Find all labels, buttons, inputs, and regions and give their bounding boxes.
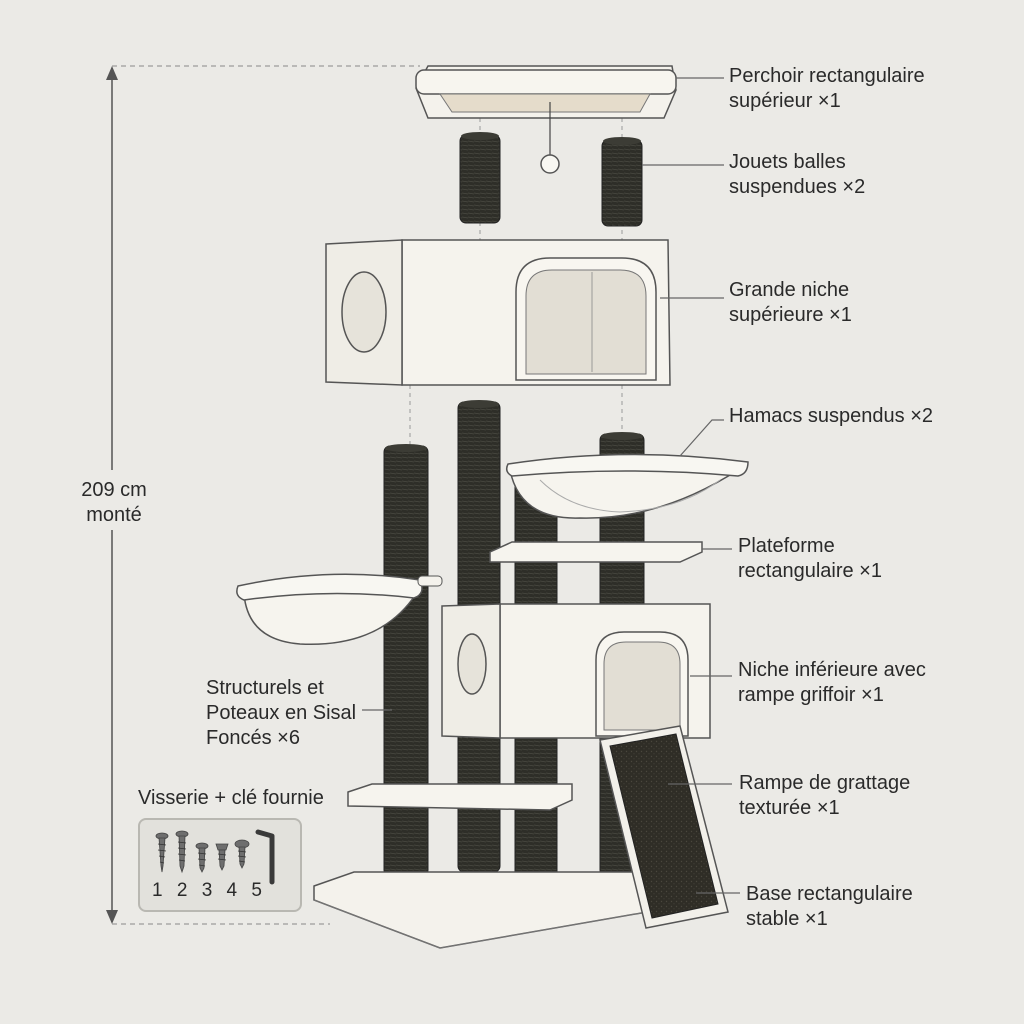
- middle-platform: [489, 541, 703, 563]
- label-top-perch: Perchoir rectangulaire supérieur ×1: [729, 65, 925, 112]
- screw-icon: [175, 830, 189, 874]
- lower-platform: [347, 783, 573, 811]
- hardware-number-2: 2: [176, 880, 188, 901]
- allen-key-icon: [255, 829, 275, 885]
- label-base: Base rectangulaire stable ×1: [746, 883, 913, 930]
- hardware-number-4: 4: [226, 880, 238, 901]
- scratching-ramp: [599, 725, 729, 929]
- height-value: 209 cm: [81, 479, 147, 501]
- label-platform: Plateforme rectangulaire ×1: [738, 535, 882, 582]
- height-dimension: [106, 65, 420, 925]
- upper-condo: [325, 239, 671, 386]
- screw-icon: [155, 832, 169, 873]
- hardware-number-5: 5: [251, 880, 262, 901]
- hardware-number-1: 1: [152, 880, 163, 901]
- hardware-box: 1 2 3 4 5: [138, 818, 302, 912]
- label-hammocks: Hamacs suspendus ×2: [729, 405, 934, 427]
- label-lower-condo: Niche inférieure avec rampe griffoir ×1: [738, 659, 926, 706]
- label-posts: Structurels et Poteaux en Sisal Foncés ×…: [206, 677, 357, 749]
- bolt-icon: [195, 842, 209, 873]
- lower-condo: [441, 603, 711, 739]
- label-ramp: Rampe de grattage texturée ×1: [739, 772, 911, 819]
- hardware-number-3: 3: [201, 880, 213, 901]
- height-label: 209 cm monté: [72, 478, 156, 528]
- top-perch: [415, 65, 677, 174]
- leader-lines: [362, 77, 740, 894]
- label-hardware: Visserie + clé fournie: [138, 787, 324, 809]
- label-ball-toys: Jouets balles suspendues ×2: [729, 151, 866, 198]
- screw-icon: [215, 843, 229, 871]
- left-hammock: [236, 573, 443, 646]
- height-note: monté: [86, 504, 142, 526]
- ball-toy: [540, 154, 560, 174]
- label-upper-condo: Grande niche supérieure ×1: [729, 279, 852, 326]
- screw-icon: [234, 839, 250, 869]
- upper-hammock: [505, 453, 749, 519]
- top-posts: [459, 132, 643, 227]
